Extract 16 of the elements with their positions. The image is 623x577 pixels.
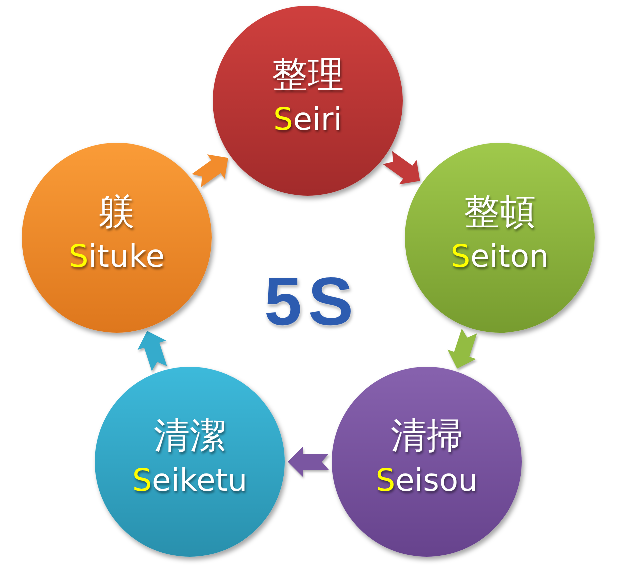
block-arrow: [192, 154, 228, 188]
block-arrow: [448, 328, 478, 369]
romaji-label: Seiton: [450, 238, 550, 278]
kanji-label: 清掃: [391, 415, 463, 460]
kanji-label: 清潔: [154, 415, 226, 460]
romaji-label: Situke: [68, 238, 166, 278]
diagram-title: 5S: [263, 268, 360, 336]
romaji-label: Seisou: [376, 462, 478, 502]
romaji-label: Seiri: [274, 101, 342, 140]
kanji-label: 躾: [99, 191, 135, 236]
block-arrow: [383, 151, 420, 185]
block-arrow: [288, 447, 329, 477]
romaji-label: Seiketu: [132, 462, 248, 502]
kanji-label: 整理: [272, 54, 344, 98]
kanji-label: 整頓: [464, 191, 536, 236]
block-arrow: [138, 331, 168, 372]
